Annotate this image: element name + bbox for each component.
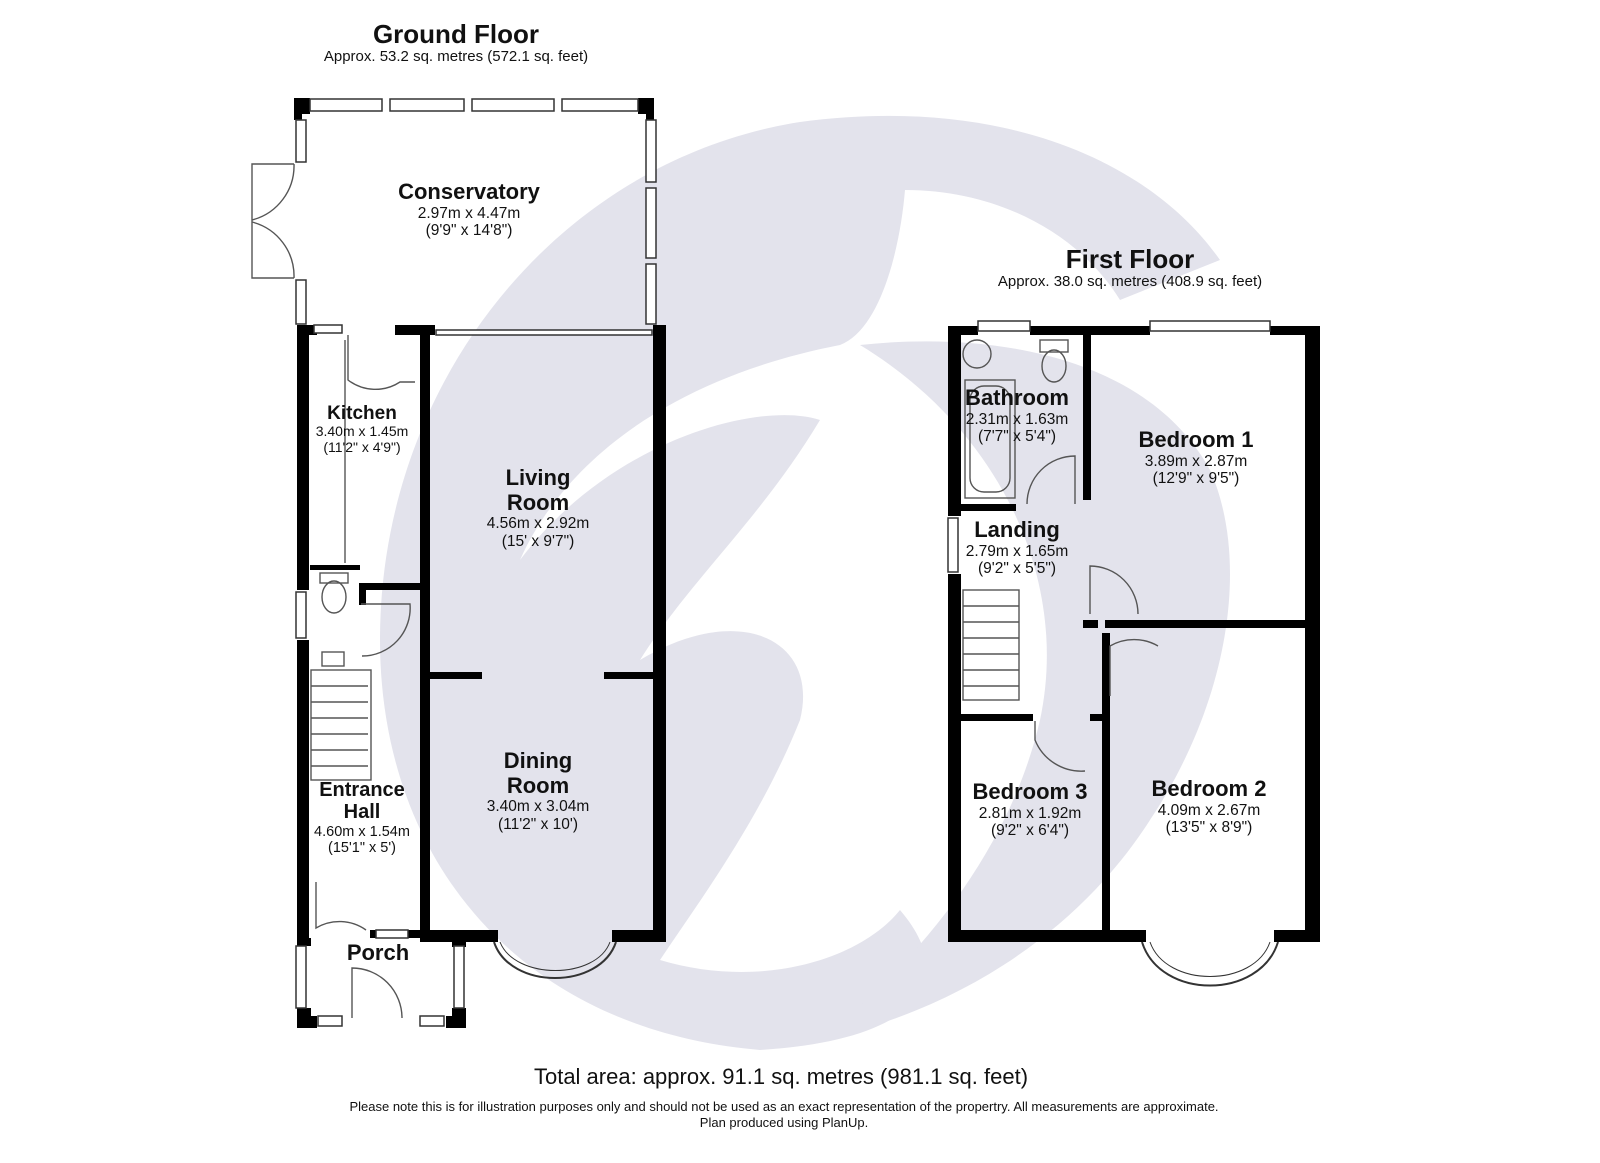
total-area: Total area: approx. 91.1 sq. metres (981… <box>533 1064 1029 1089</box>
first-floor-walls <box>948 326 1320 942</box>
room-dimensions-imperial: (11'2" x 10') <box>497 815 579 833</box>
produced-by-text: Plan produced using PlanUp. <box>699 1115 869 1130</box>
room-name: Bedroom 1 <box>1138 427 1254 452</box>
room-name: Bedroom 3 <box>972 779 1088 804</box>
room-dimensions-metric: 2.31m x 1.63m <box>965 410 1069 428</box>
first-floor-fixtures <box>962 339 1279 987</box>
room-dimensions-metric: 4.09m x 2.67m <box>1157 801 1261 819</box>
ground-floor-windows <box>295 98 657 1027</box>
room-label-landing: Landing 2.79m x 1.65m (9'2" x 5'5") <box>965 517 1069 577</box>
room-dimensions-metric: 2.79m x 1.65m <box>965 542 1069 560</box>
room-name: Porch <box>346 940 410 965</box>
room-name: Bedroom 2 <box>1151 776 1267 801</box>
room-dimensions-metric: 2.97m x 4.47m <box>417 204 521 222</box>
room-name-line2: Room <box>506 489 570 515</box>
room-label-bathroom: Bathroom 2.31m x 1.63m (7'7" x 5'4") <box>965 385 1069 445</box>
watermark-logo <box>380 115 1230 1051</box>
room-dimensions-metric: 4.60m x 1.54m <box>314 823 410 840</box>
room-label-bedroom-3: Bedroom 3 2.81m x 1.92m (9'2" x 6'4") <box>972 779 1088 839</box>
room-dimensions-imperial: (9'2" x 6'4") <box>990 821 1070 839</box>
room-name-line1: Living <box>505 465 571 490</box>
room-label-bedroom-2: Bedroom 2 4.09m x 2.67m (13'5" x 8'9") <box>1151 776 1267 836</box>
ground-floor-area: Approx. 53.2 sq. metres (572.1 sq. feet) <box>323 48 589 66</box>
disclaimer-text: Please note this is for illustration pur… <box>349 1099 1219 1114</box>
room-label-dining-room: Dining Room 3.40m x 3.04m (11'2" x 10') <box>486 748 590 833</box>
room-label-kitchen: Kitchen 3.40m x 1.45m (11'2" x 4'9") <box>316 403 409 456</box>
first-floor-windows <box>947 320 1271 573</box>
ground-floor-heading: Ground Floor Approx. 53.2 sq. metres (57… <box>323 19 589 66</box>
room-name: Bathroom <box>965 385 1069 410</box>
room-dimensions-imperial: (9'9" x 14'8") <box>425 221 513 239</box>
room-dimensions-imperial: (7'7" x 5'4") <box>977 427 1057 445</box>
first-floor-heading: First Floor Approx. 38.0 sq. metres (408… <box>997 244 1263 291</box>
room-name: Kitchen <box>327 403 397 424</box>
room-label-conservatory: Conservatory 2.97m x 4.47m (9'9" x 14'8"… <box>398 179 540 239</box>
room-dimensions-imperial: (12'9" x 9'5") <box>1152 469 1240 487</box>
room-dimensions-imperial: (15'1" x 5') <box>328 840 396 857</box>
room-dimensions-imperial: (15' x 9'7") <box>501 532 575 550</box>
room-dimensions-imperial: (13'5" x 8'9") <box>1165 818 1253 836</box>
room-name: Landing <box>974 517 1060 542</box>
ground-floor-title: Ground Floor <box>372 19 540 49</box>
room-dimensions-metric: 2.81m x 1.92m <box>978 804 1082 822</box>
room-label-bedroom-1: Bedroom 1 3.89m x 2.87m (12'9" x 9'5") <box>1138 427 1254 487</box>
room-dimensions-metric: 3.40m x 3.04m <box>486 798 590 816</box>
first-floor-title: First Floor <box>1065 244 1195 274</box>
room-name-line2: Hall <box>343 801 381 824</box>
ground-floor-walls <box>294 98 666 1028</box>
room-label-entrance-hall: Entrance Hall 4.60m x 1.54m (15'1" x 5') <box>314 779 410 856</box>
room-dimensions-metric: 3.89m x 2.87m <box>1144 452 1248 470</box>
room-dimensions-metric: 3.40m x 1.45m <box>315 423 409 440</box>
room-dimensions-imperial: (11'2" x 4'9") <box>323 438 401 455</box>
room-name-line1: Entrance <box>319 779 405 801</box>
room-label-porch: Porch <box>346 940 410 966</box>
first-floor-area: Approx. 38.0 sq. metres (408.9 sq. feet) <box>997 273 1263 291</box>
room-name-line1: Dining <box>503 748 573 773</box>
room-dimensions-metric: 4.56m x 2.92m <box>486 515 590 533</box>
room-name-line2: Room <box>506 772 570 798</box>
room-dimensions-imperial: (9'2" x 5'5") <box>977 559 1057 577</box>
room-label-living-room: Living Room 4.56m x 2.92m (15' x 9'7") <box>486 465 590 550</box>
room-name: Conservatory <box>398 179 540 204</box>
ground-floor-fixtures <box>251 163 617 1019</box>
